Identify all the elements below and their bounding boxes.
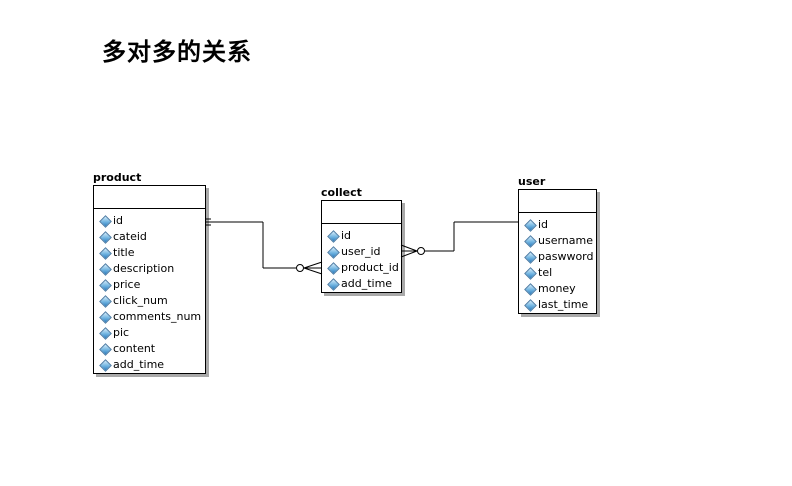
crows-foot-icon (303, 261, 323, 269)
attribute-label: cateid (113, 230, 147, 243)
zero-optional-icon (417, 247, 425, 255)
attribute-list: id user_id product_id add_time (322, 224, 401, 292)
attribute-list: id cateid title description price click_… (94, 209, 205, 373)
attribute-label: pic (113, 326, 130, 339)
attribute-label: user_id (341, 245, 381, 258)
attribute-label: last_time (538, 298, 589, 311)
attribute-row: id (322, 228, 401, 244)
attribute-row: product_id (322, 260, 401, 276)
entity-name: user (518, 175, 546, 188)
attribute-label: paswword (538, 250, 594, 263)
attribute-row: user_id (322, 244, 401, 260)
attribute-label: add_time (341, 277, 393, 290)
attribute-label: id (538, 218, 549, 231)
attribute-row: content (94, 341, 205, 357)
attribute-label: comments_num (113, 310, 202, 323)
attribute-row: cateid (94, 229, 205, 245)
attribute-row: price (94, 277, 205, 293)
attribute-label: product_id (341, 261, 399, 274)
attribute-row: click_num (94, 293, 205, 309)
relationship-user-collect[interactable] (400, 221, 519, 258)
entity-header (519, 190, 596, 213)
entity-table: id user_id product_id add_time (321, 200, 402, 293)
entity-name: collect (321, 186, 362, 199)
attribute-label: id (341, 229, 352, 242)
attribute-label: title (113, 246, 135, 259)
attribute-row: title (94, 245, 205, 261)
attribute-label: content (113, 342, 156, 355)
attribute-row: description (94, 261, 205, 277)
attribute-label: click_num (113, 294, 168, 307)
entity-table: id username paswword tel money last_time (518, 189, 597, 314)
attribute-label: price (113, 278, 141, 291)
attribute-row: paswword (519, 249, 596, 265)
crows-foot-icon (400, 244, 418, 252)
attribute-label: id (113, 214, 124, 227)
relationship-product-collect[interactable] (206, 218, 323, 275)
attribute-list: id username paswword tel money last_time (519, 213, 596, 313)
attribute-label: username (538, 234, 593, 247)
entity-name: product (93, 171, 142, 184)
attribute-label: add_time (113, 358, 165, 371)
attribute-row: id (519, 217, 596, 233)
attribute-row: id (94, 213, 205, 229)
entity-header (322, 201, 401, 224)
entity-header (94, 186, 205, 209)
attribute-row: money (519, 281, 596, 297)
entity-table: id cateid title description price click_… (93, 185, 206, 374)
attribute-row: pic (94, 325, 205, 341)
zero-optional-icon (296, 264, 304, 272)
attribute-label: description (113, 262, 175, 275)
attribute-label: tel (538, 266, 553, 279)
attribute-row: add_time (94, 357, 205, 373)
attribute-row: add_time (322, 276, 401, 292)
attribute-label: money (538, 282, 576, 295)
attribute-row: last_time (519, 297, 596, 313)
attribute-row: username (519, 233, 596, 249)
attribute-row: comments_num (94, 309, 205, 325)
attribute-row: tel (519, 265, 596, 281)
page-title: 多对多的关系 (102, 38, 252, 66)
